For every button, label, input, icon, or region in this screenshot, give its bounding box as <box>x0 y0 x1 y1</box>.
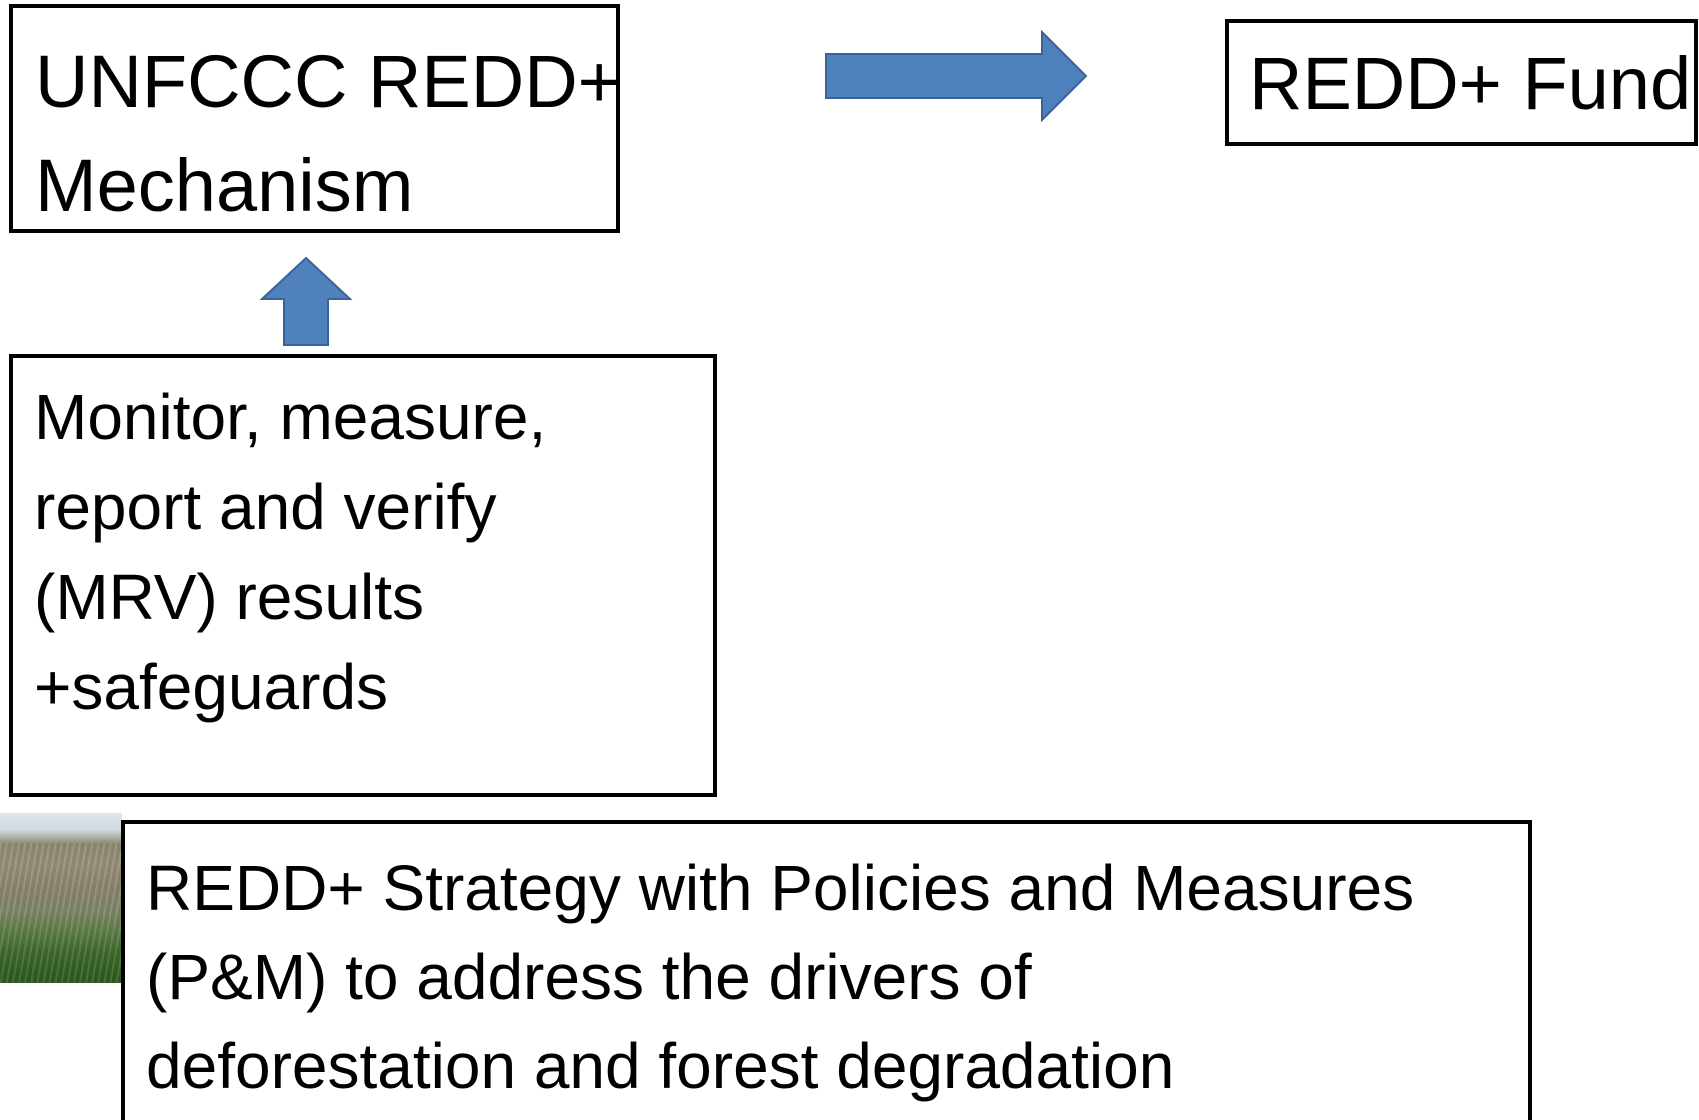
mrv-line-3: (MRV) results <box>34 561 424 633</box>
up-arrow-icon <box>259 256 353 346</box>
mrv-line-1: Monitor, measure, <box>34 381 547 453</box>
strategy-line-2: (P&M) to address the drivers of <box>146 941 1032 1013</box>
mrv-line-4: +safeguards <box>34 651 389 723</box>
strategy-line-3: deforestation and forest degradation <box>146 1030 1175 1102</box>
mechanism-line-2: Mechanism <box>35 144 414 227</box>
mrv-box: Monitor, measure, report and verify (MRV… <box>9 354 717 797</box>
redd-fund-box: REDD+ Fund <box>1225 19 1698 146</box>
mechanism-line-1: UNFCCC REDD+ <box>35 40 621 123</box>
forest-plantation-photo <box>0 813 122 983</box>
mrv-line-2: report and verify <box>34 471 497 543</box>
right-arrow-icon <box>825 29 1088 123</box>
strategy-line-1: REDD+ Strategy with Policies and Measure… <box>146 852 1415 924</box>
fund-line-1: REDD+ Fund <box>1249 42 1692 125</box>
redd-strategy-box: REDD+ Strategy with Policies and Measure… <box>121 820 1532 1120</box>
redd-mechanism-box: UNFCCC REDD+ Mechanism <box>9 4 621 233</box>
